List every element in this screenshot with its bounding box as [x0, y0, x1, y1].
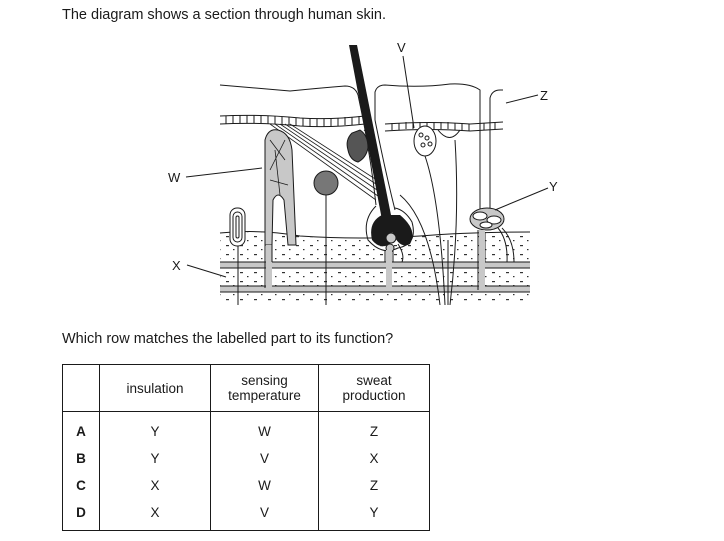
basal-ticks — [225, 115, 496, 131]
option-label: C — [62, 472, 100, 499]
label-Y: Y — [549, 179, 558, 194]
header-sweat-line2: production — [342, 388, 406, 403]
pressure-receptor — [229, 207, 246, 305]
table-row-A[interactable]: A Y W Z — [62, 411, 430, 445]
label-leaders — [185, 55, 549, 278]
cell-sensing-temperature: W — [210, 472, 319, 499]
skin-section-diagram: V W X Y Z — [168, 40, 558, 306]
cell-insulation: X — [99, 472, 211, 499]
header-option — [62, 364, 100, 412]
label-W: W — [168, 170, 181, 185]
table-header-row: insulation sensing temperature sweat pro… — [62, 364, 430, 412]
label-Z: Z — [540, 88, 548, 103]
cell-sweat-production: Z — [318, 411, 430, 445]
cell-insulation: X — [99, 499, 211, 531]
table-row-D[interactable]: D X V Y — [62, 499, 430, 531]
table-row-B[interactable]: B Y V X — [62, 445, 430, 472]
cell-insulation: Y — [99, 411, 211, 445]
touch-receptor — [313, 170, 339, 305]
header-sensing-line2: temperature — [228, 388, 301, 403]
option-label: B — [62, 445, 100, 472]
cell-sensing-temperature: V — [210, 499, 319, 531]
sweat-duct-Z — [479, 90, 491, 212]
header-sensing-temperature: sensing temperature — [210, 364, 319, 412]
cell-sweat-production: Z — [318, 472, 430, 499]
hair-follicle — [269, 45, 414, 290]
header-insulation-text: insulation — [126, 380, 184, 396]
sweat-gland-Y — [469, 207, 515, 290]
table-row-C[interactable]: C X W Z — [62, 472, 430, 499]
label-V: V — [397, 40, 406, 55]
header-insulation: insulation — [99, 364, 211, 412]
answer-table: insulation sensing temperature sweat pro… — [62, 364, 430, 531]
header-sensing-line1: sensing — [241, 373, 288, 388]
temperature-receptor-V — [399, 125, 461, 306]
label-X: X — [172, 258, 181, 273]
option-label: D — [62, 499, 100, 531]
cell-sensing-temperature: V — [210, 445, 319, 472]
question-text: Which row matches the labelled part to i… — [62, 331, 394, 347]
cell-sweat-production: Y — [318, 499, 430, 531]
cell-sensing-temperature: W — [210, 411, 319, 445]
option-label: A — [62, 411, 100, 445]
cell-sweat-production: X — [318, 445, 430, 472]
header-sweat-production: sweat production — [318, 364, 430, 412]
intro-text: The diagram shows a section through huma… — [62, 7, 387, 23]
cell-insulation: Y — [99, 445, 211, 472]
header-sweat-line1: sweat — [356, 373, 392, 388]
capillary-loop-W — [264, 129, 297, 290]
